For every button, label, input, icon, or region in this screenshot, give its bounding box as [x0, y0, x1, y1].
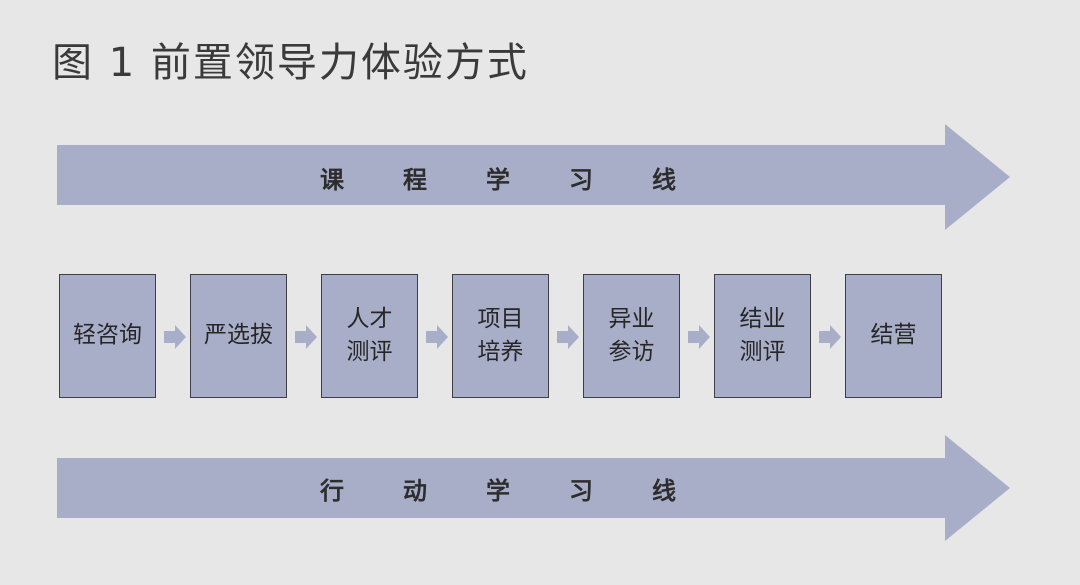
arrow-right-icon	[164, 325, 186, 349]
action-learning-line-arrow-shape	[57, 435, 1010, 541]
step-label: 轻咨询	[73, 322, 142, 349]
arrow-right-icon	[557, 325, 579, 349]
process-steps: 轻咨询 严选拔 人才 测评 项目 培养 异业 参访 结业 测评 结营	[59, 274, 959, 398]
step-label: 严选拔	[204, 322, 273, 349]
step-label: 结营	[870, 322, 917, 349]
course-learning-line-arrow: 课 程 学 习 线	[0, 122, 1080, 232]
step-box: 异业 参访	[583, 274, 680, 398]
action-learning-line-arrow: 行 动 学 习 线	[0, 433, 1080, 543]
diagram-title: 图 1 前置领导力体验方式	[52, 40, 529, 86]
step-box: 轻咨询	[59, 274, 156, 398]
step-box: 结营	[845, 274, 942, 398]
step-box: 人才 测评	[321, 274, 418, 398]
arrow-right-icon	[295, 325, 317, 349]
arrow-right-icon	[426, 325, 448, 349]
step-label: 异业 参访	[608, 305, 655, 365]
step-box: 项目 培养	[452, 274, 549, 398]
course-learning-line-arrow-shape	[57, 124, 1010, 230]
arrow-right-icon	[688, 325, 710, 349]
arrow-right-icon	[819, 325, 841, 349]
step-label: 人才 测评	[346, 305, 393, 365]
step-box: 严选拔	[190, 274, 287, 398]
step-label: 结业 测评	[739, 305, 786, 365]
step-box: 结业 测评	[714, 274, 811, 398]
step-label: 项目 培养	[477, 305, 524, 365]
